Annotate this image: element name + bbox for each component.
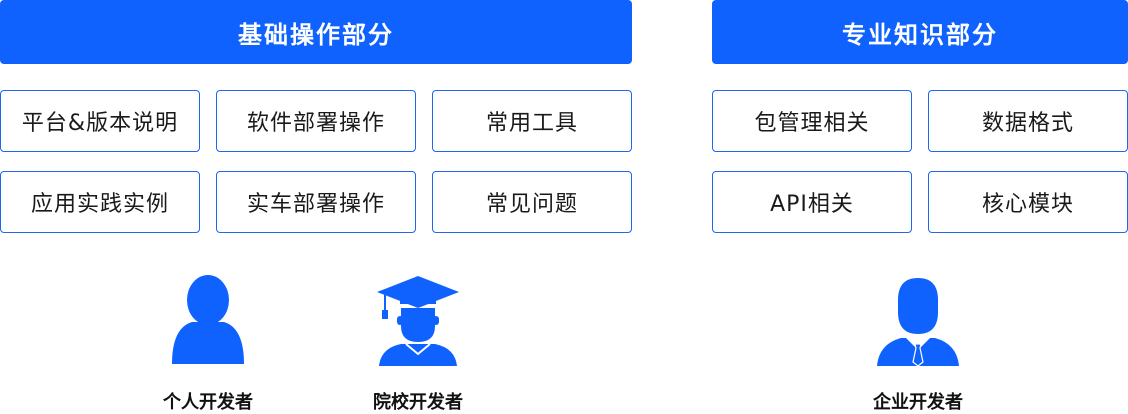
card-package-management[interactable]: 包管理相关	[712, 90, 912, 152]
card-common-tools[interactable]: 常用工具	[432, 90, 632, 152]
persona-label: 院校开发者	[373, 392, 463, 413]
card-vehicle-deploy[interactable]: 实车部署操作	[216, 171, 416, 233]
persona-enterprise: 企业开发者	[858, 272, 978, 414]
card-faq[interactable]: 常见问题	[432, 171, 632, 233]
card-platform-version[interactable]: 平台&版本说明	[0, 90, 200, 152]
persona-university: 院校开发者	[358, 272, 478, 414]
pro-section-header: 专业知识部分	[712, 0, 1128, 64]
card-software-deploy[interactable]: 软件部署操作	[216, 90, 416, 152]
persona-individual: 个人开发者	[148, 272, 268, 414]
basic-section-header: 基础操作部分	[0, 0, 632, 64]
card-api[interactable]: API相关	[712, 171, 912, 233]
businessman-icon	[877, 278, 959, 367]
persona-label: 个人开发者	[163, 392, 253, 413]
graduate-icon	[377, 276, 459, 366]
card-core-modules[interactable]: 核心模块	[928, 171, 1128, 233]
person-icon	[172, 275, 244, 364]
card-data-format[interactable]: 数据格式	[928, 90, 1128, 152]
card-application-examples[interactable]: 应用实践实例	[0, 171, 200, 233]
persona-label: 企业开发者	[873, 392, 963, 413]
